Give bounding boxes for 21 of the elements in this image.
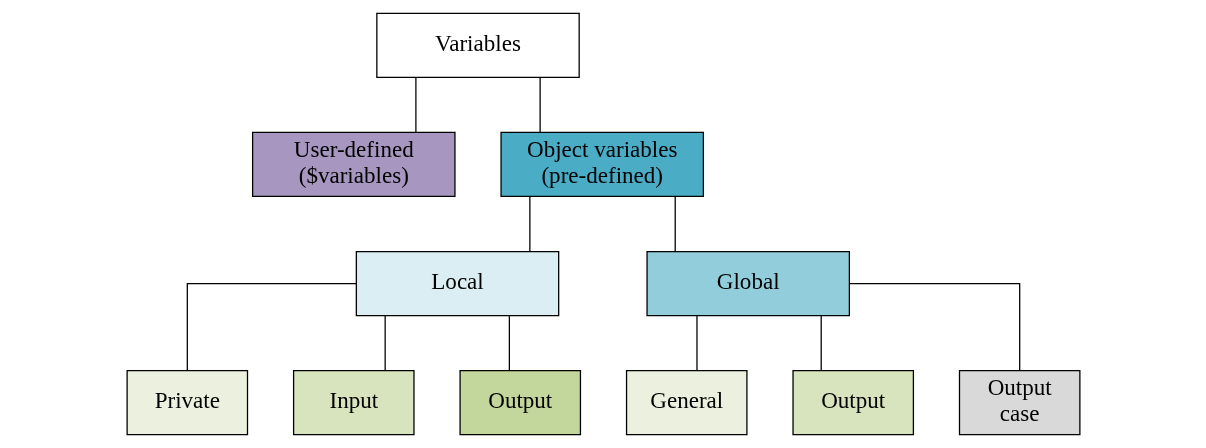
connector — [674, 196, 676, 253]
connector — [848, 282, 1020, 371]
node-box: Variables — [375, 12, 580, 78]
node-box: Output — [458, 370, 581, 436]
node-box: General — [625, 370, 748, 436]
connector — [414, 77, 417, 133]
connector — [538, 77, 541, 133]
connector — [384, 315, 386, 372]
connector — [528, 196, 530, 253]
node-box: Local — [355, 250, 559, 317]
node-box: Global — [645, 250, 850, 317]
connector — [820, 315, 822, 372]
node-box: User-defined ($variables) — [251, 131, 456, 198]
node-box: Object variables (pre-defined) — [499, 131, 704, 198]
connector — [695, 315, 698, 372]
node-box: Output — [791, 370, 914, 436]
connector — [508, 315, 510, 372]
node-box: Input — [292, 370, 415, 436]
node-box: Output case — [958, 370, 1081, 436]
node-box: Private — [126, 370, 248, 436]
connector — [186, 282, 357, 371]
